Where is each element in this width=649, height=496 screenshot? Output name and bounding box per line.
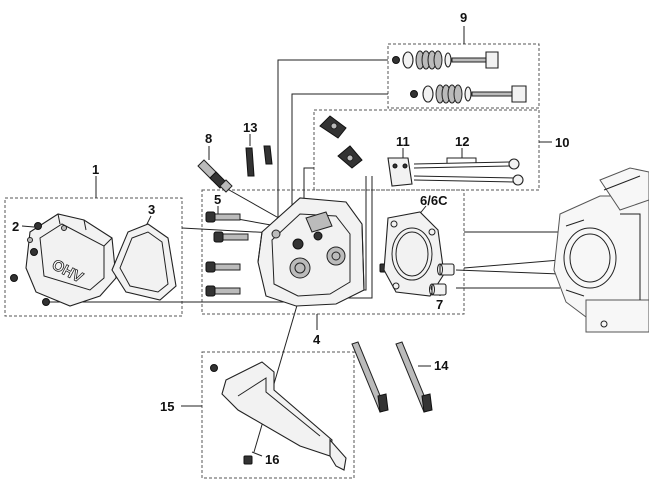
deflector-plate-assembly	[210, 361, 347, 471]
callout-9: 9	[460, 10, 467, 25]
callout-16: 16	[265, 452, 279, 467]
valve-cover	[25, 213, 117, 307]
head-gasket	[383, 211, 445, 297]
callout-13: 13	[243, 120, 257, 135]
cylinder-head-assembly	[205, 197, 455, 307]
head-bolts	[205, 211, 249, 297]
callout-1: 1	[92, 162, 99, 177]
group-box-1	[4, 197, 183, 317]
callout-4: 4	[313, 332, 321, 347]
callout-5: 5	[214, 192, 221, 207]
callout-12: 12	[455, 134, 469, 149]
group-box-15	[201, 351, 355, 479]
callout-15: 15	[160, 399, 174, 414]
engine-block	[553, 167, 649, 333]
cylinder-head	[257, 197, 365, 307]
callout-11: 11	[396, 134, 410, 149]
group-box-10	[313, 109, 540, 191]
callout-10: 10	[555, 135, 569, 150]
callout-3: 3	[148, 202, 155, 217]
studs-short	[245, 145, 273, 177]
callout-7: 7	[436, 297, 443, 312]
callout-6-6c: 6/6C	[420, 193, 448, 208]
spark-plug	[197, 159, 233, 193]
valve-spring-assembly	[392, 50, 527, 104]
callout-14: 14	[434, 358, 449, 373]
valve-cover-gasket	[111, 223, 177, 301]
callout-2: 2	[12, 219, 19, 234]
rocker-arm-assembly	[319, 115, 524, 187]
pushrod-guide-plate	[387, 157, 413, 187]
callout-8: 8	[205, 131, 212, 146]
deflector-plate	[221, 361, 333, 457]
dowel-pins	[429, 263, 455, 296]
studs-long	[351, 341, 433, 413]
valve-cover-assembly: OHV	[10, 213, 177, 307]
